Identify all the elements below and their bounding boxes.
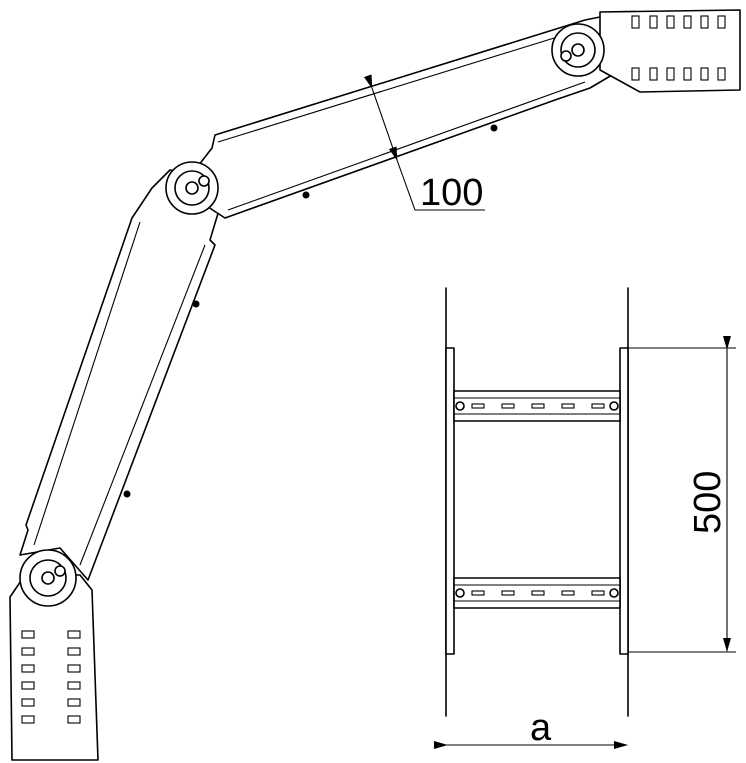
upper-segment: [194, 14, 621, 219]
ladder-bend-drawing: 100: [9, 9, 741, 761]
length-dimension-label: 500: [687, 471, 729, 534]
top-end-plate: [599, 9, 741, 93]
width-dimension: 100: [363, 74, 485, 214]
lower-segment: [19, 169, 223, 581]
bottom-end-plate: [9, 574, 99, 761]
ladder-section-drawing: 500 a: [434, 287, 736, 749]
gap-dimension: a: [434, 707, 628, 749]
gap-dimension-label: a: [530, 707, 552, 749]
hinge-joint-middle: [165, 161, 219, 215]
width-dimension-label: 100: [420, 172, 483, 214]
rung-bottom: [453, 577, 621, 609]
length-dimension: 500: [628, 336, 736, 653]
hinge-joint-top: [551, 23, 605, 77]
left-side-rail: [445, 287, 455, 717]
rung-top: [453, 390, 621, 422]
right-side-rail: [619, 287, 629, 717]
hinge-joint-bottom: [19, 549, 77, 607]
